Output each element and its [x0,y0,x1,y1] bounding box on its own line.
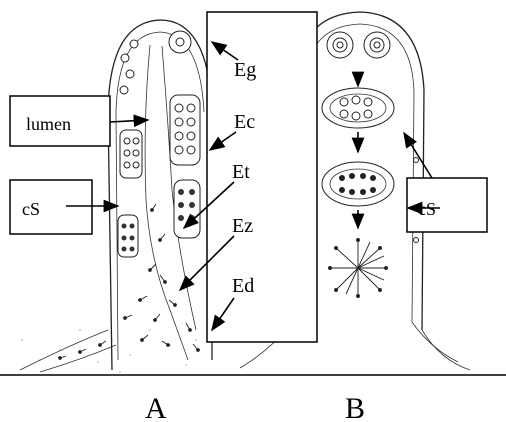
cs-right-label: cS [418,199,436,219]
cs-right-arrow-upper [404,133,432,178]
ec-label: Ec [234,111,255,133]
annotation-box-main [207,12,317,342]
panel-b-label: B [345,392,365,422]
panel-a-label: A [145,392,167,422]
ez-label: Ez [232,215,253,237]
lumen-label: lumen [26,114,71,134]
cs-left-label: cS [22,199,40,219]
et-label: Et [232,161,250,183]
ed-label: Ed [232,275,254,297]
eg-label: Eg [234,59,256,81]
